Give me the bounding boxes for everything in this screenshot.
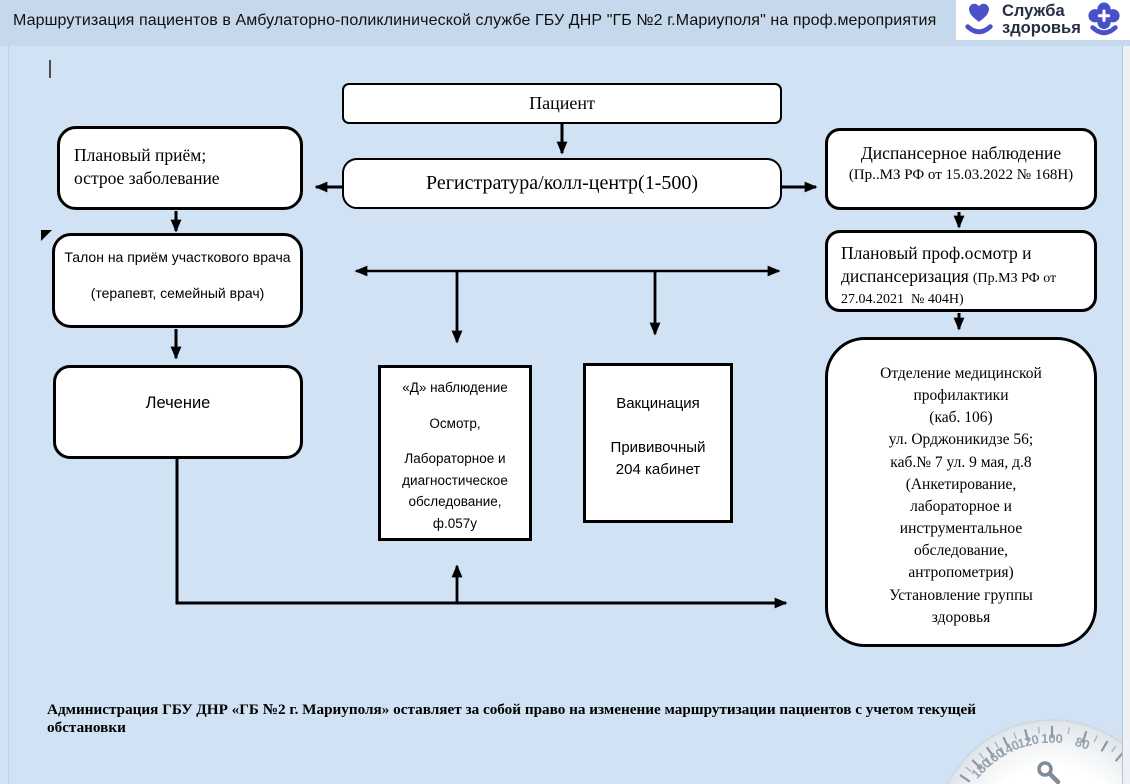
node-treatment: Лечение [53,365,303,459]
node-patient: Пациент [342,83,782,124]
clover-cross-icon [1088,2,1120,36]
d-observation-line4: ф.057у [432,515,478,531]
logo-text-line2: здоровья [1002,19,1081,37]
node-d-observation: «Д» наблюдение Осмотр, Лабораторное и ди… [378,365,532,541]
dial-number: 100 [1041,731,1063,746]
node-prevention-department: Отделение медицинской профилактики (каб.… [825,337,1097,647]
logo-text: Служба здоровья [1002,1,1081,37]
heart-smile-icon [965,3,993,35]
d-observation-line3: Лабораторное и диагностическое обследова… [402,451,508,510]
node-patient-label: Пациент [529,93,595,113]
title-bar: Маршрутизация пациентов в Амбулаторно-по… [0,0,1130,46]
stray-glyph [41,230,52,241]
vaccination-line1: Вакцинация [616,395,700,412]
planned-admission-line1: Плановый приём; [74,145,207,165]
logo-text-line1: Служба [1002,1,1065,20]
node-registry-label: Регистратура/колл-центр(1-500) [425,172,699,194]
dispensary-note: (Пр..МЗ РФ от 15.03.2022 № 168Н) [848,167,1074,183]
scale-dial-image: 180 160 140 120 100 80 [946,719,1122,784]
health-service-logo: Служба здоровья [956,0,1130,40]
right-edge-strip [1122,40,1130,784]
prof-exam-title: Плановый проф.осмотр и диспансеризация [841,243,1032,287]
prof-exam-note: (Пр.МЗ РФ от 27.04.2021 № 404Н) [841,271,1057,307]
node-doctor-ticket: Талон на приём участкового врача (терапе… [52,233,303,328]
node-planned-prof-exam: Плановый проф.осмотр и диспансеризация (… [825,230,1097,312]
d-observation-line2: Осмотр, [429,415,481,431]
left-edge-line [8,46,9,784]
disclaimer-text: Администрация ГБУ ДНР «ГБ №2 г. Мариупол… [47,701,976,736]
dial-number: 80 [1073,734,1091,753]
page-title: Маршрутизация пациентов в Амбулаторно-по… [13,12,937,29]
dial-minor-ticks [965,726,1117,773]
node-vaccination: Вакцинация Прививочный 204 кабинет [583,363,733,523]
vaccination-line2: Прививочный [610,438,706,456]
vaccination-line3: 204 кабинет [615,461,701,478]
arrow-treatment-to-prevention [175,459,788,609]
dial-pointer-pin [1037,761,1061,784]
text-cursor-artifact [49,60,51,78]
dial-number: 120 [1016,732,1041,752]
node-dispensary-observation: Диспансерное наблюдение (Пр..МЗ РФ от 15… [825,128,1097,210]
doctor-ticket-line2: (терапевт, семейный врач) [90,285,265,301]
node-treatment-label: Лечение [145,394,211,412]
node-registry: Регистратура/колл-центр(1-500) [342,158,782,209]
planned-admission-line2: острое заболевание [74,167,220,188]
doctor-ticket-line1: Талон на приём участкового врача [64,249,291,265]
dial-major-ticks [959,726,1122,783]
dispensary-title: Диспансерное наблюдение [860,143,1062,163]
node-planned-admission: Плановый приём; острое заболевание [57,126,303,210]
d-observation-line1: «Д» наблюдение [402,380,508,395]
